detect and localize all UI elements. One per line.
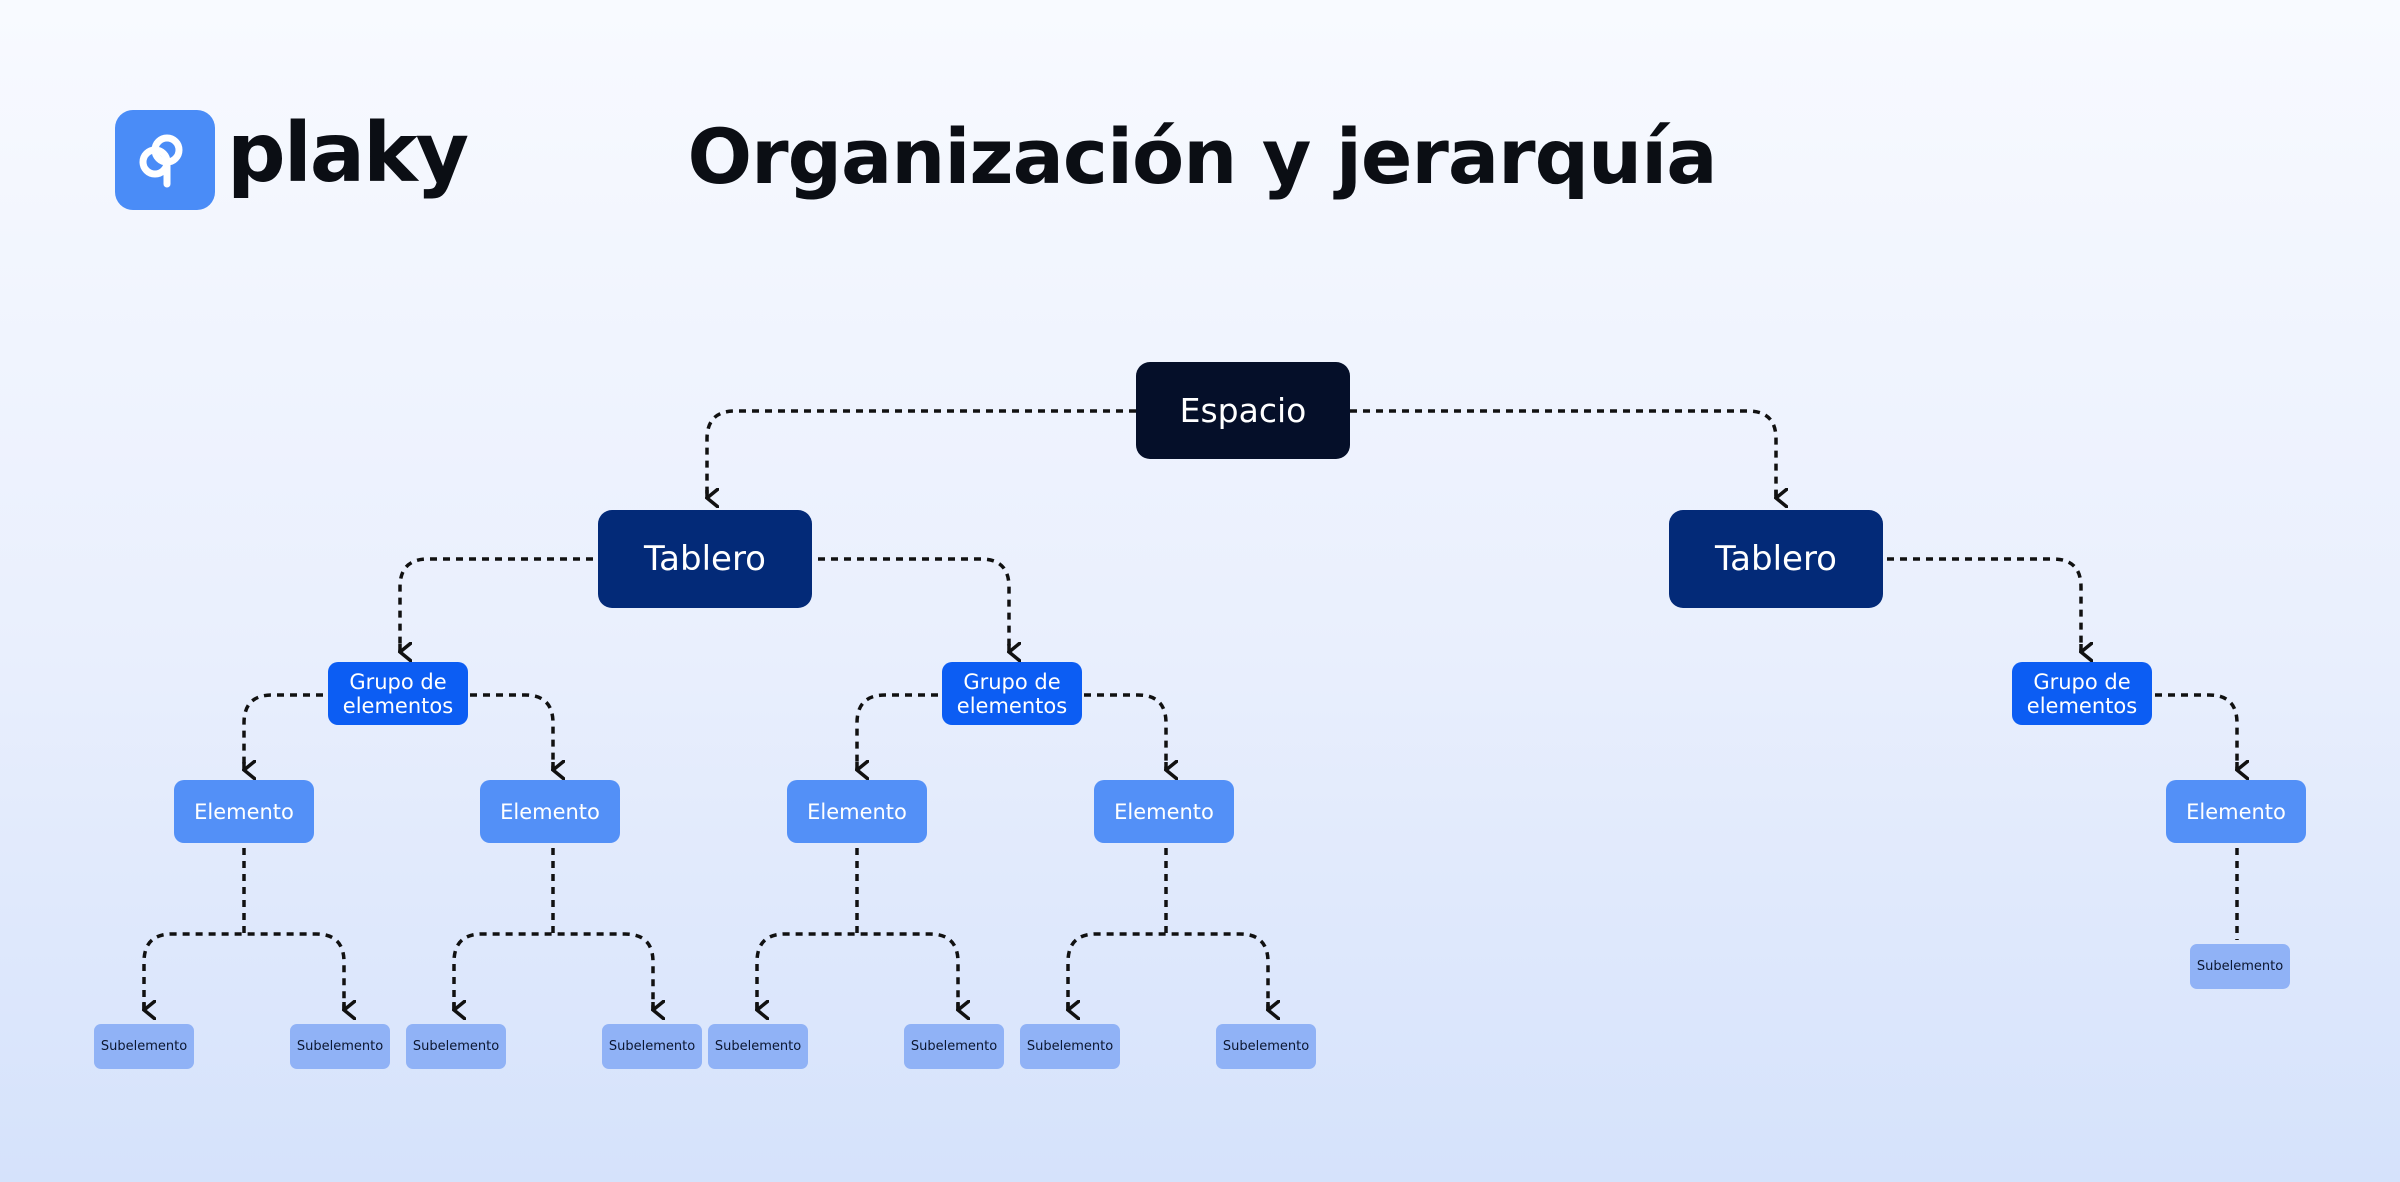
connector-group-2-to-item-4 (1084, 693, 1168, 770)
node-subelemento-5: Subelemento (708, 1024, 808, 1069)
plaky-logo-icon (115, 110, 215, 210)
node-tablero-left: Tablero (598, 510, 812, 608)
plaky-logo: plaky (115, 106, 469, 210)
node-subelemento-1: Subelemento (94, 1024, 194, 1069)
page-title: Organización y jerarquía (687, 112, 1717, 201)
node-elemento-4: Elemento (1094, 780, 1234, 843)
node-subelemento-6: Subelemento (904, 1024, 1004, 1069)
connector-group-1-to-item-2 (470, 693, 555, 770)
node-grupo-2: Grupo de elementos (942, 662, 1082, 725)
connector-group-2-to-item-3 (855, 693, 938, 770)
node-elemento-5: Elemento (2166, 780, 2306, 843)
node-subelemento-3: Subelemento (406, 1024, 506, 1069)
node-espacio: Espacio (1136, 362, 1350, 459)
node-subelemento-4: Subelemento (602, 1024, 702, 1069)
connector-space-to-board-left (705, 409, 1136, 498)
brand-name: plaky (227, 106, 469, 201)
node-elemento-1: Elemento (174, 780, 314, 843)
connector-group-1-to-item-1 (242, 693, 323, 770)
connector-board-to-group-2 (818, 557, 1011, 652)
connector-board-to-group-1 (398, 557, 593, 652)
connector-space-to-board-right (1350, 409, 1778, 498)
node-tablero-right: Tablero (1669, 510, 1883, 608)
node-grupo-1: Grupo de elementos (328, 662, 468, 725)
node-elemento-3: Elemento (787, 780, 927, 843)
node-subelemento-2: Subelemento (290, 1024, 390, 1069)
node-subelemento-8: Subelemento (1216, 1024, 1316, 1069)
node-subelemento-7: Subelemento (1020, 1024, 1120, 1069)
node-elemento-2: Elemento (480, 780, 620, 843)
connector-board-to-group-3 (1887, 557, 2083, 652)
node-subelemento-9: Subelemento (2190, 944, 2290, 989)
node-grupo-3: Grupo de elementos (2012, 662, 2152, 725)
connector-group-3-to-item-5 (2155, 693, 2239, 770)
